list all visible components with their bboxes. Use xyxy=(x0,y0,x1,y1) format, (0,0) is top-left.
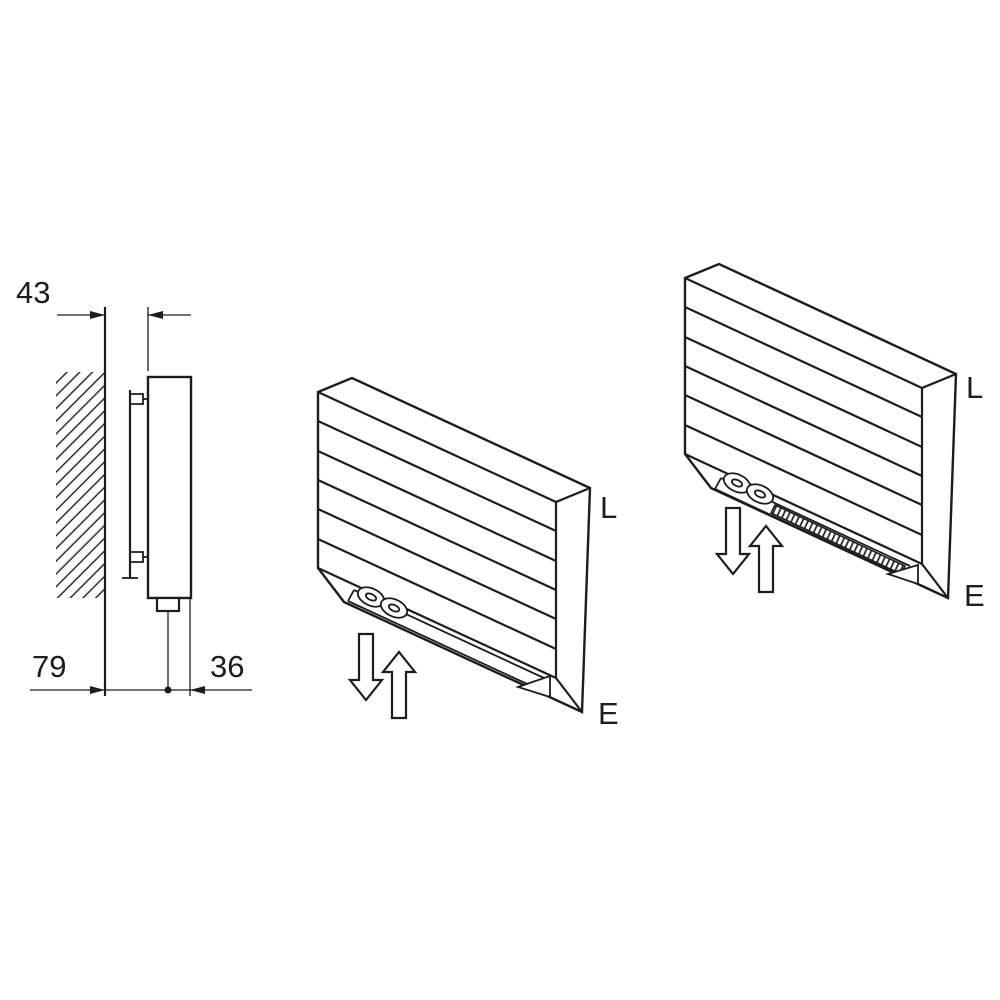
slat-line xyxy=(317,420,557,532)
channel-lower-line xyxy=(347,600,539,690)
connection-ports xyxy=(722,472,775,505)
label-l: L xyxy=(966,370,983,405)
slat-line xyxy=(317,508,557,620)
port-plug xyxy=(753,489,767,499)
port-plug xyxy=(387,603,401,613)
dimension-79-label: 79 xyxy=(32,649,66,684)
airflow-up-arrow-icon xyxy=(380,650,418,720)
port-outer xyxy=(379,597,409,619)
wall-section-hatch xyxy=(56,372,105,598)
mounting-bracket xyxy=(122,390,148,579)
bottom-channel xyxy=(714,477,919,586)
label-e: E xyxy=(598,696,619,731)
panel-slat-lines xyxy=(684,306,923,536)
slat-line xyxy=(684,424,923,536)
label-l: L xyxy=(600,490,617,525)
channel-end-cap xyxy=(714,477,722,490)
slat-line xyxy=(684,394,923,506)
port-plug xyxy=(364,592,378,602)
radiator-isometric-grille: L E xyxy=(683,262,985,613)
arrowhead-left xyxy=(148,311,163,319)
connection-ports xyxy=(356,586,409,619)
label-e: E xyxy=(964,578,985,613)
bracket-top-clip xyxy=(130,393,144,405)
airflow-down-arrow-icon xyxy=(347,632,385,702)
airflow-down-arrow-icon xyxy=(714,506,752,576)
dimension-43: 43 xyxy=(16,275,191,371)
arrowhead-left xyxy=(190,686,205,694)
bottom-right-corner-edge xyxy=(555,677,583,713)
air-guide-triangle xyxy=(515,674,551,699)
top-right-corner-edge xyxy=(555,486,591,504)
bottom-right-corner-edge xyxy=(921,563,949,599)
panel-slat-lines xyxy=(317,420,557,650)
arrowhead-right xyxy=(90,311,105,319)
front-top-edge xyxy=(684,277,923,389)
slat-line xyxy=(684,336,923,448)
arrowhead-right xyxy=(90,686,105,694)
front-bottom-edge xyxy=(317,567,557,679)
front-bottom-edge xyxy=(684,453,923,565)
radiator-isometric-open: L E xyxy=(316,376,619,731)
front-top-edge xyxy=(317,391,557,503)
slat-line xyxy=(317,479,557,591)
port-outer xyxy=(745,483,775,505)
port-plug xyxy=(730,478,744,488)
slat-line xyxy=(317,538,557,650)
dimension-79-36: 79 36 xyxy=(30,599,252,696)
air-guide-triangle xyxy=(885,563,919,586)
slat-line xyxy=(317,450,557,562)
slat-line xyxy=(684,365,923,477)
bracket-bottom-clip xyxy=(130,551,144,563)
channel-end-cap xyxy=(347,589,355,602)
top-right-corner-edge xyxy=(921,372,957,390)
airflow-up-arrow-icon xyxy=(747,524,785,594)
radiator-panel-side xyxy=(146,375,193,600)
chain-dimension-dot xyxy=(164,686,172,694)
slat-line xyxy=(684,306,923,418)
valve-connection xyxy=(155,596,181,613)
side-mounting-view: 43 79 36 xyxy=(16,275,252,696)
dimension-43-label: 43 xyxy=(16,275,50,310)
dimension-36-label: 36 xyxy=(210,649,244,684)
channel-lower-line xyxy=(714,488,905,578)
